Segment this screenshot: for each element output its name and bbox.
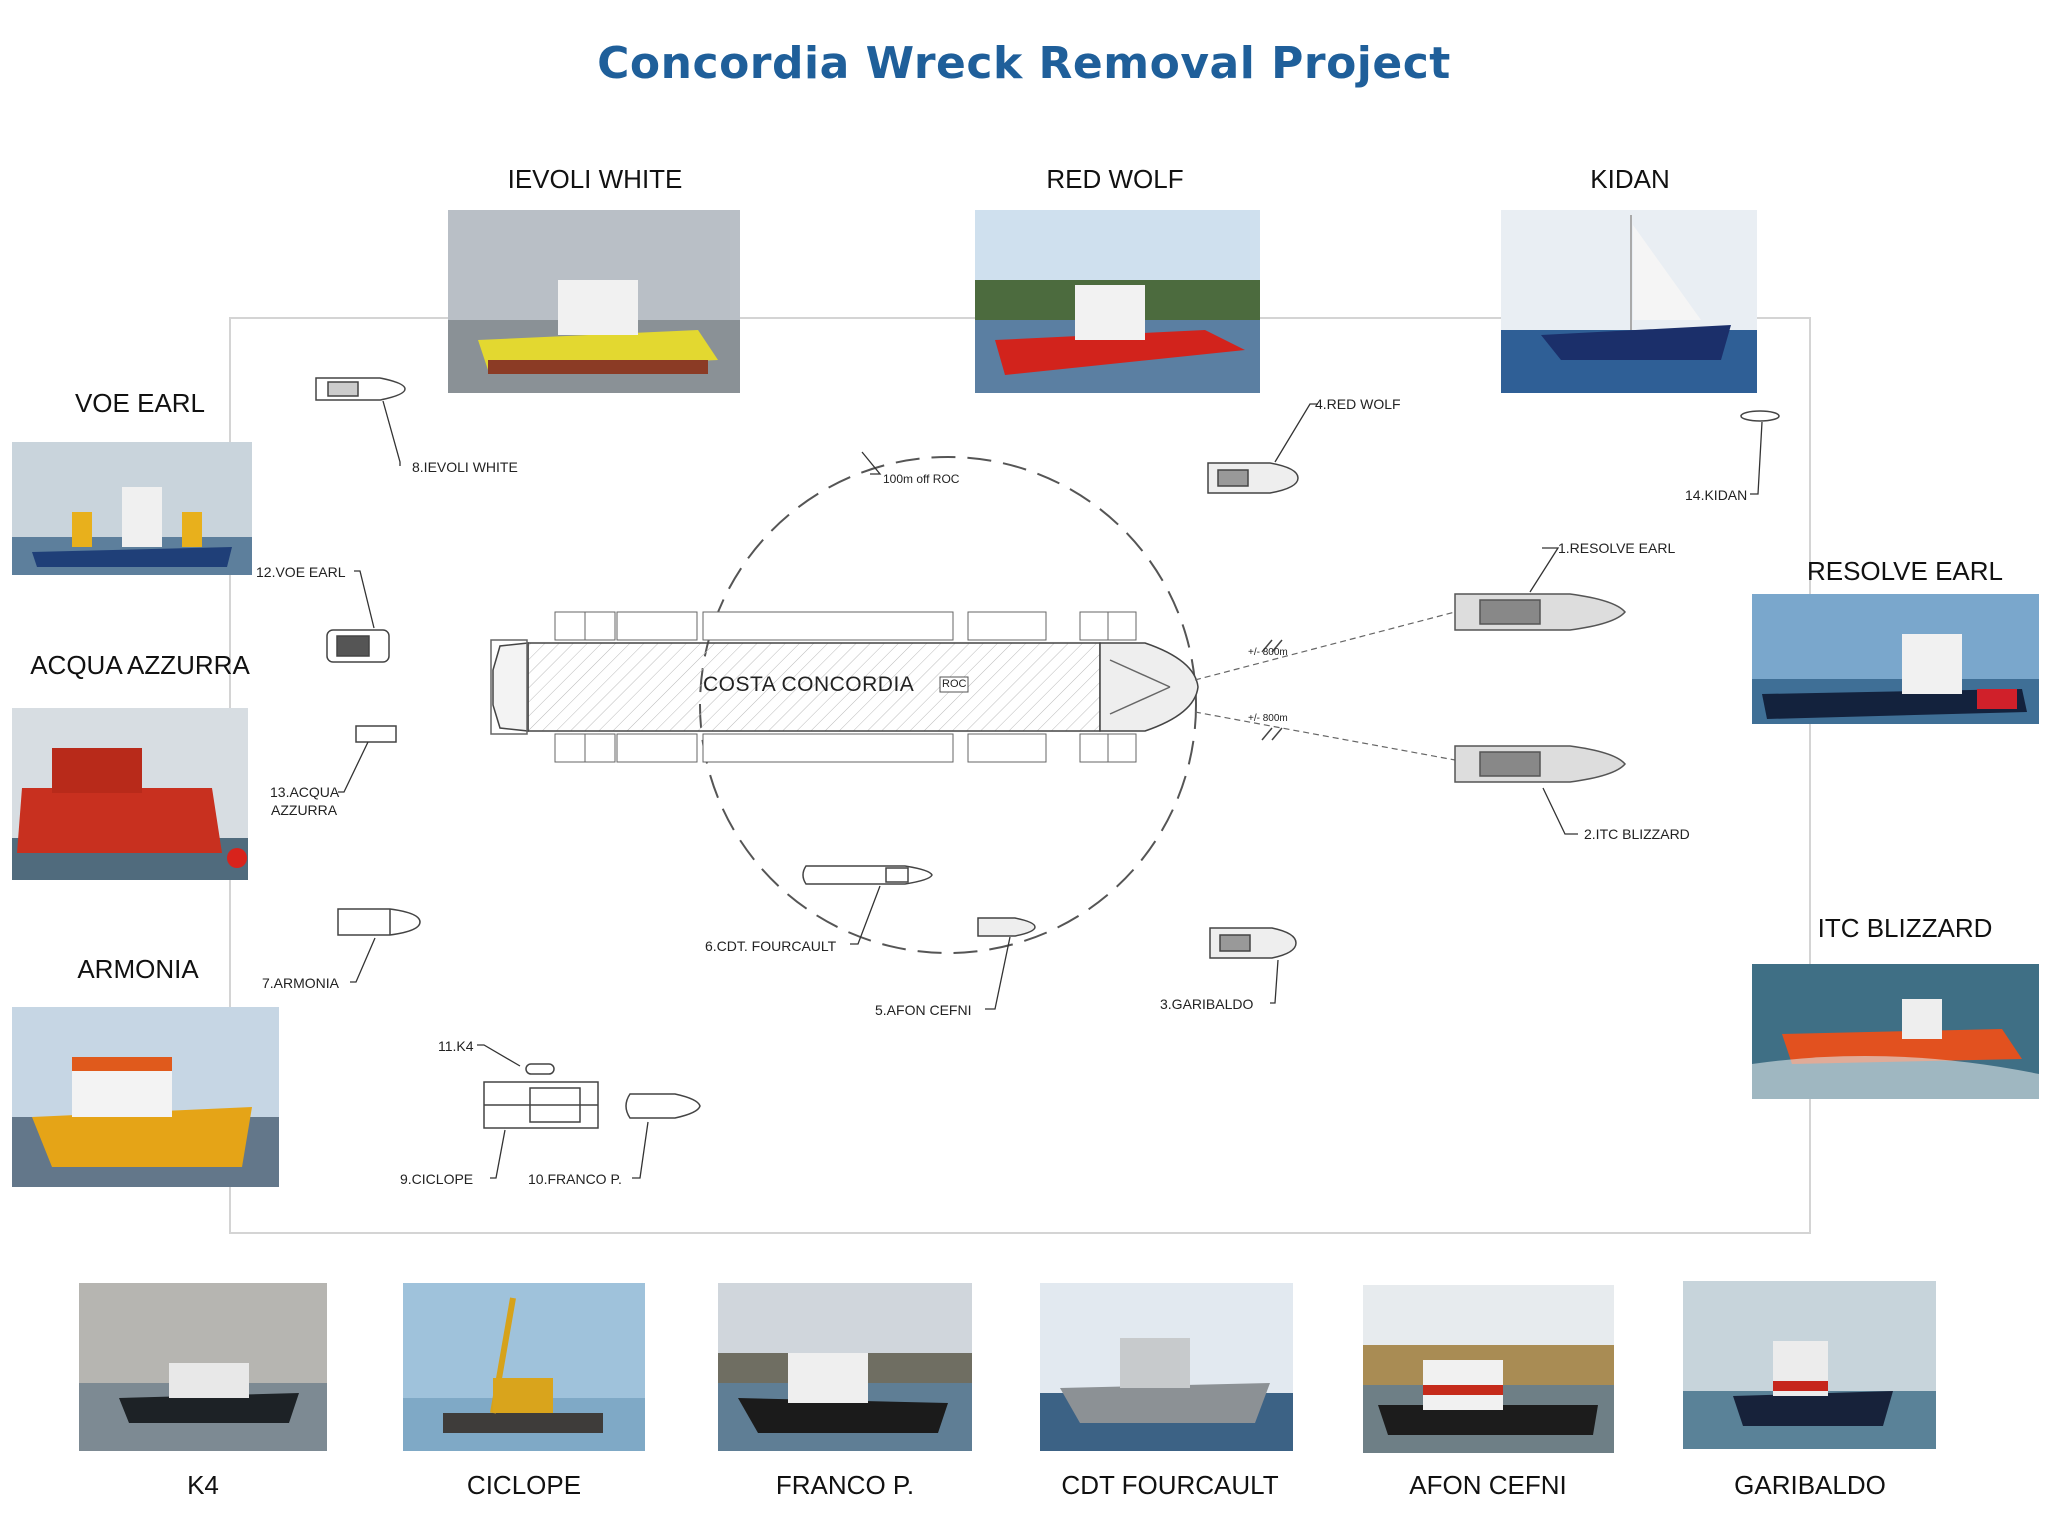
- label-ievoli-white: 8.IEVOLI WHITE: [412, 459, 518, 475]
- costa-concordia-label: COSTA CONCORDIA: [703, 673, 915, 696]
- photo-itc-blizzard: [1752, 964, 2039, 1099]
- photo-resolve-earl: [1752, 594, 2039, 724]
- photo-voe-earl: [12, 442, 252, 575]
- page-title: Concordia Wreck Removal Project: [597, 38, 1451, 89]
- photo-garibaldo: [1683, 1281, 1936, 1449]
- vessel-name-franco-p: FRANCO P.: [775, 1470, 915, 1500]
- photo-ievoli-white: [448, 210, 740, 393]
- photo-k4: [79, 1283, 327, 1451]
- vessel-ciclope: [483, 1081, 599, 1129]
- vessel-name-armonia: ARMONIA: [77, 954, 199, 984]
- photo-red-wolf: [975, 210, 1260, 393]
- label-voe-earl: 12.VOE EARL: [256, 564, 346, 580]
- photo-acqua-azzurra: [12, 708, 248, 880]
- vessel-name-red-wolf: RED WOLF: [1046, 164, 1184, 194]
- label-resolve-earl: 1.RESOLVE EARL: [1558, 540, 1676, 556]
- vessel-resolve-earl: [1454, 593, 1626, 631]
- label-garibaldo: 3.GARIBALDO: [1160, 996, 1254, 1012]
- photo-kidan: [1501, 210, 1757, 393]
- deck-compartments-top: [554, 611, 1137, 641]
- label-leader-lines: [338, 400, 1763, 1179]
- vessel-garibaldo: [1209, 927, 1297, 959]
- vessel-itc-blizzard: [1454, 745, 1626, 783]
- photo-ciclope: [403, 1283, 645, 1451]
- photo-afon-cefni: [1363, 1285, 1614, 1453]
- roc-tag: ROC: [942, 678, 967, 690]
- label-acqua-azzurra-line2: AZZURRA: [271, 802, 338, 818]
- vessel-name-garibaldo: GARIBALDO: [1734, 1470, 1886, 1500]
- label-afon-cefni: 5.AFON CEFNI: [875, 1002, 972, 1018]
- label-kidan: 14.KIDAN: [1685, 487, 1748, 503]
- vessel-franco-p: [625, 1093, 701, 1119]
- label-acqua-azzurra-line1: 13.ACQUA: [270, 784, 340, 800]
- label-armonia: 7.ARMONIA: [262, 975, 340, 991]
- label-itc-blizzard: 2.ITC BLIZZARD: [1584, 826, 1690, 842]
- vessel-name-afon-cefni: AFON CEFNI: [1409, 1470, 1567, 1500]
- label-k4: 11.K4: [438, 1038, 474, 1054]
- vessel-name-k4: K4: [187, 1470, 219, 1500]
- roc-tag-box: [939, 676, 969, 693]
- photo-cdt-fourcault: [1040, 1283, 1293, 1451]
- vessel-name-resolve-earl: RESOLVE EARL: [1806, 556, 2004, 586]
- label-red-wolf: 4.RED WOLF: [1315, 396, 1401, 412]
- vessel-cdt-fourcault: [802, 865, 933, 885]
- vessel-k4: [525, 1063, 555, 1075]
- vessel-name-itc-blizzard: ITC BLIZZARD: [1817, 913, 1993, 943]
- vessel-red-wolf: [1207, 462, 1299, 494]
- vessel-kidan: [1740, 410, 1780, 422]
- vessel-name-acqua-azzurra: ACQUA AZZURRA: [30, 650, 250, 680]
- label-ciclope: 9.CICLOPE: [400, 1171, 474, 1187]
- vessel-name-cdt-fourcault: CDT FOURCAULT: [1061, 1470, 1279, 1500]
- tow-lines: [1194, 611, 1456, 761]
- roc-circle-label: 100m off ROC: [883, 472, 960, 486]
- vessel-voe-earl: [326, 629, 390, 663]
- distance-mark-upper: +/- 800m: [1248, 647, 1288, 658]
- distance-mark-lower: +/- 800m: [1248, 713, 1288, 724]
- photo-franco-p: [718, 1283, 972, 1451]
- vessel-name-ievoli-white: IEVOLI WHITE: [507, 164, 683, 194]
- vessel-name-voe-earl: VOE EARL: [74, 388, 206, 418]
- deck-compartments-bottom: [554, 733, 1137, 763]
- vessel-name-ciclope: CICLOPE: [466, 1470, 582, 1500]
- vessel-ievoli-white: [315, 377, 406, 401]
- label-cdt-fourcault: 6.CDT. FOURCAULT: [705, 938, 837, 954]
- vessel-armonia: [337, 908, 421, 936]
- costa-concordia-hull: [490, 639, 1199, 735]
- vessel-name-kidan: KIDAN: [1590, 164, 1670, 194]
- label-franco-p: 10.FRANCO P.: [528, 1171, 622, 1187]
- photo-armonia: [12, 1007, 279, 1187]
- vessel-acqua-azzurra: [355, 725, 397, 743]
- vessel-afon-cefni: [977, 917, 1036, 937]
